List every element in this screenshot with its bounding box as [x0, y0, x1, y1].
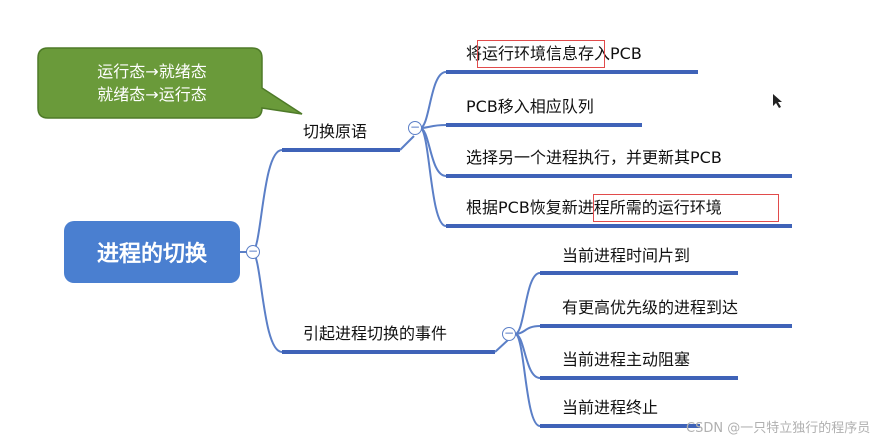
b1-child-1[interactable]: 将运行环境信息存入PCB	[466, 44, 642, 63]
connector-b1-c4	[419, 127, 447, 227]
b2-child-1[interactable]: 当前进程时间片到	[562, 246, 691, 265]
connector-b1-c1	[419, 71, 447, 129]
connector-root-branch1	[240, 149, 283, 253]
connector-b2-c1	[514, 272, 541, 335]
watermark: CSDN @一只特立独行的程序员ing	[686, 421, 871, 436]
b2-child-2[interactable]: 有更高优先级的进程到达	[562, 298, 739, 317]
callout-line-2: 就绪态→运行态	[97, 85, 207, 104]
callout-line-1: 运行态→就绪态	[97, 62, 207, 81]
root-collapse-toggle[interactable]: −	[246, 244, 260, 259]
branch-switch-events[interactable]: 引起进程切换的事件	[303, 324, 448, 343]
b2-toggle-link	[494, 339, 509, 353]
branch-switch-primitive[interactable]: 切换原语	[303, 122, 368, 141]
highlight-box-2	[593, 194, 779, 222]
connector-root-branch2	[251, 251, 283, 353]
branch1-collapse-toggle[interactable]: −	[408, 120, 422, 135]
root-node[interactable]: 进程的切换	[64, 221, 240, 283]
b1-child-3[interactable]: 选择另一个进程执行，并更新其PCB	[466, 148, 722, 167]
b1-child-2[interactable]: PCB移入相应队列	[466, 97, 594, 116]
mouse-cursor-icon	[773, 94, 782, 108]
highlight-box-1	[477, 40, 605, 68]
branch2-collapse-toggle[interactable]: −	[502, 326, 516, 341]
callout-bubble	[37, 47, 303, 119]
b1-toggle-link	[399, 135, 415, 151]
connector-b2-c4	[514, 333, 541, 427]
b2-child-3[interactable]: 当前进程主动阻塞	[562, 350, 691, 369]
b2-child-4[interactable]: 当前进程终止	[562, 398, 659, 417]
callout-text: 运行态→就绪态 就绪态→运行态	[42, 60, 262, 106]
